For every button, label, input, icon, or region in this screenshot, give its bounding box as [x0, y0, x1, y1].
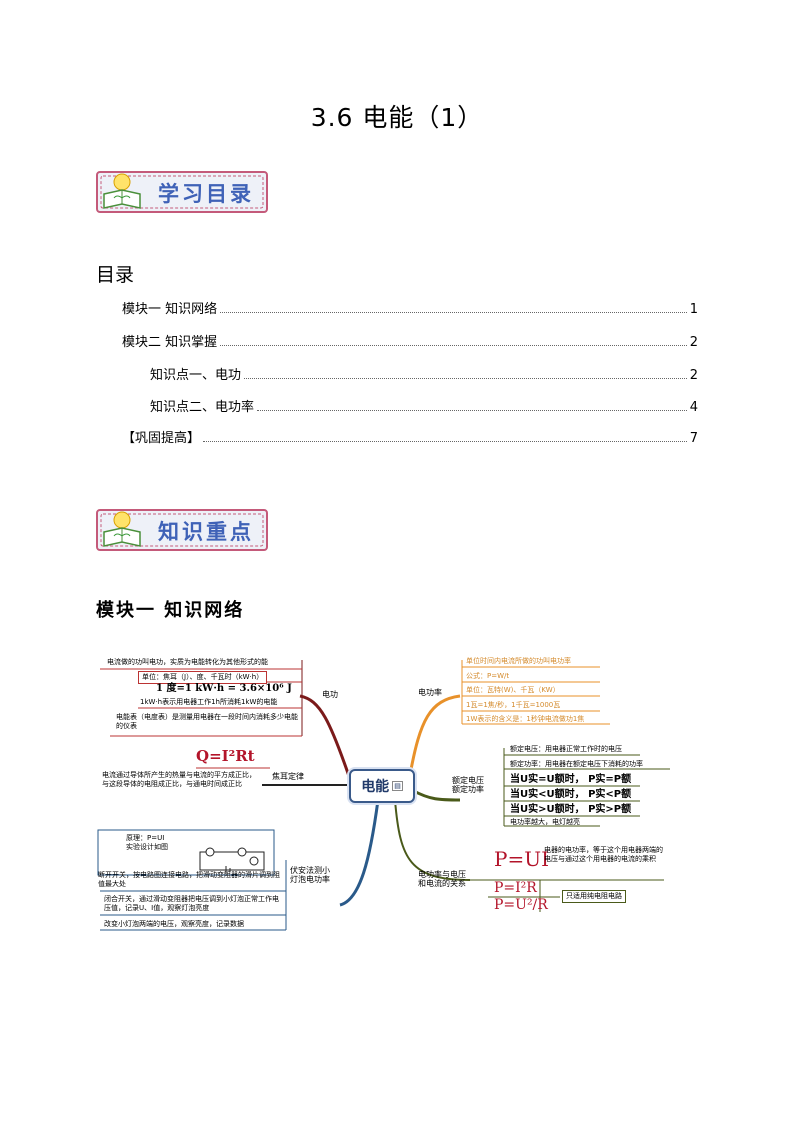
- power-item: 单位：瓦特(W)、千瓦（KW）: [466, 686, 560, 694]
- section-heading: 模块一 知识网络: [96, 600, 245, 621]
- work-item: 1kW·h表示用电器工作1h所消耗1kW的电能: [140, 698, 278, 706]
- power-item: 1瓦=1焦/秒，1千瓦=1000瓦: [466, 701, 561, 709]
- center-label: 电能: [361, 779, 390, 795]
- banner-frame: [96, 509, 268, 551]
- branch-measure: 伏安法测小灯泡电功率: [290, 866, 330, 884]
- book-lightbulb-icon: [103, 511, 141, 547]
- toc-item-label: 知识点二、电功率: [150, 400, 255, 415]
- relation-formula-3: P=U²/R: [494, 897, 548, 913]
- toc-item-page: 4: [689, 400, 698, 415]
- mindmap-icon: ▤: [392, 781, 403, 791]
- power-item: 公式：P=W/t: [466, 672, 510, 680]
- toc-leader: [244, 378, 687, 379]
- toc-item-label: 模块二 知识掌握: [122, 335, 218, 350]
- branch-joule: 焦耳定律: [272, 772, 304, 781]
- work-item: 电流做的功叫电功，实质为电能转化为其他形式的能: [104, 657, 271, 668]
- rated-item: 额定电压：用电器正常工作时的电压: [510, 745, 622, 753]
- toc-item[interactable]: 知识点二、电功率 4: [150, 396, 698, 415]
- toc-leader: [220, 345, 687, 346]
- circuit-diagram-icon: [199, 847, 265, 874]
- rated-item: 电功率越大，电灯越亮: [510, 818, 580, 826]
- toc-item[interactable]: 模块一 知识网络 1: [122, 298, 698, 317]
- section-banner-key: 知识重点: [96, 506, 268, 554]
- toc-item-page: 2: [689, 335, 698, 350]
- banner-title: 知识重点: [158, 520, 254, 544]
- joule-text: 电流通过导体所产生的热量与电流的平方成正比，与这段导体的电阻成正比，与通电时间成…: [102, 771, 256, 788]
- measure-step: 改变小灯泡两端的电压，观察亮度，记录数据: [104, 920, 244, 928]
- toc-item-label: 知识点一、电功: [150, 368, 242, 383]
- work-item: 电能表（电度表）是测量用电器在一段时间内消耗多少电能的仪表: [116, 713, 298, 730]
- branch-rated: 额定电压额定功率: [452, 776, 484, 794]
- joule-formula: Q=I²Rt: [196, 747, 255, 765]
- measure-step: 断开开关，按电路图连接电路，把滑动变阻器的滑片调到阻值最大处: [98, 871, 280, 888]
- toc-item[interactable]: 模块二 知识掌握 2: [122, 331, 698, 350]
- rated-item: 额定功率：用电器在额定电压下消耗的功率: [510, 760, 643, 768]
- toc-item-page: 1: [689, 302, 698, 317]
- toc-leader: [203, 441, 687, 442]
- relation-formula: P=UI: [494, 847, 549, 871]
- branch-power: 电功率: [418, 688, 442, 697]
- circuit-frame: [97, 829, 275, 876]
- work-formula: 1 度=1 kW·h = 3.6×10⁶ J: [156, 683, 292, 694]
- toc-item-page: 7: [689, 431, 698, 446]
- mind-map-center[interactable]: 电能 ▤: [349, 769, 415, 803]
- banner-frame: [96, 171, 268, 213]
- branch-relation: 电功率与电压和电流的关系: [418, 870, 466, 888]
- banner-title: 学习目录: [158, 182, 254, 206]
- relation-formula-2: P=I²R: [494, 880, 537, 896]
- rated-item: 当U实=U额时， P实=P额: [510, 774, 632, 785]
- toc-item[interactable]: 【巩固提高】 7: [122, 427, 698, 446]
- work-item: 单位：焦耳（J）、度、千瓦时（kW·h）: [138, 671, 268, 684]
- measure-step: 闭合开关，通过滑动变阻器把电压调到小灯泡正常工作电压值，记录U、I值，观察灯泡亮…: [104, 895, 279, 912]
- toc-item-page: 2: [689, 368, 698, 383]
- power-item: 单位时间内电流所做的功叫电功率: [466, 657, 571, 665]
- relation-note: 只适用纯电阻电路: [562, 890, 626, 903]
- toc-leader: [220, 312, 687, 313]
- relation-text: 电器的电功率，等于这个用电器两端的电压与通过这个用电器的电流的乘积: [544, 846, 663, 863]
- rated-item: 当U实>U额时， P实>P额: [510, 804, 632, 815]
- branch-work: 电功: [322, 690, 338, 699]
- power-item: 1W表示的含义是：1秒钟电流做功1焦: [466, 715, 585, 723]
- toc-item-label: 【巩固提高】: [122, 431, 201, 446]
- section-banner-toc: 学习目录: [96, 168, 268, 216]
- rated-item: 当U实<U额时， P实<P额: [510, 789, 632, 800]
- toc-heading: 目录: [96, 264, 135, 286]
- toc-item[interactable]: 知识点一、电功 2: [150, 364, 698, 383]
- document-title: 3.6 电能（1）: [310, 103, 484, 132]
- book-lightbulb-icon: [103, 173, 141, 209]
- toc-item-label: 模块一 知识网络: [122, 302, 218, 317]
- toc-leader: [257, 410, 687, 411]
